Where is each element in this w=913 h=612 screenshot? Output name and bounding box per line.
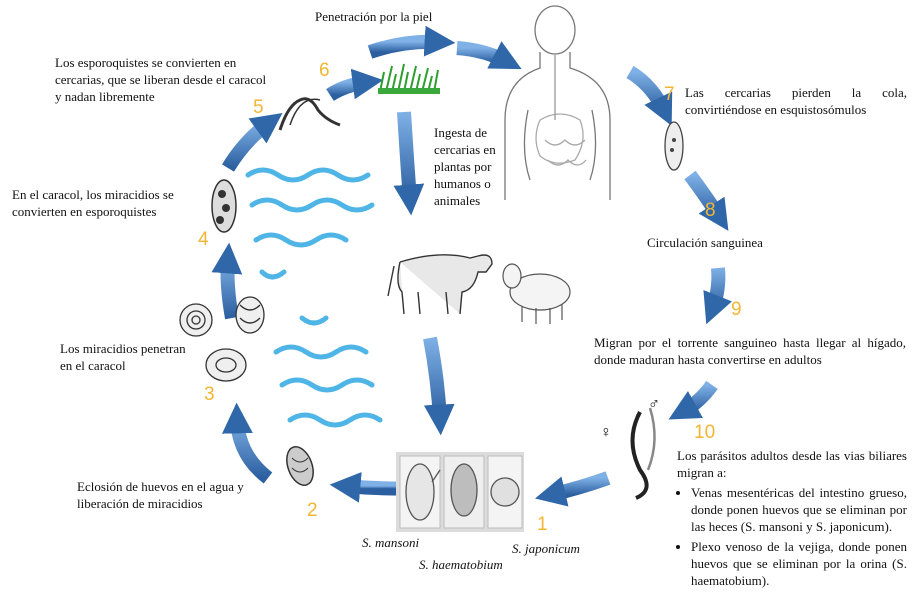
egg-mansoni-icon [406, 464, 434, 520]
step-8-text: Circulación sanguinea [647, 234, 763, 251]
egg-japonicum-icon [491, 478, 519, 506]
adult-worms-icon [633, 408, 655, 498]
human-body-icon [505, 6, 610, 200]
step-8-number: 8 [705, 200, 716, 222]
water-waves [248, 170, 380, 425]
sheep-icon [503, 264, 570, 324]
label-s-haematobium: S. haematobium [419, 556, 503, 573]
ingestion-text: Ingesta de cercarias en plantas por huma… [434, 124, 510, 209]
arrow-10-to-...(s10) [682, 385, 712, 412]
arrow-4-to-5 [228, 122, 270, 168]
step-10-bullet-2: Plexo venoso de la vejiga, donde ponen h… [691, 538, 907, 589]
sporocyst-icon [212, 180, 236, 232]
step-1-number: 1 [537, 514, 548, 536]
snail-icons [180, 297, 264, 381]
step-10-number: 10 [694, 422, 715, 444]
arrow-ingestion [404, 112, 410, 200]
schistosomulum-icon [665, 122, 683, 170]
step-4-text: En el caracol, los miracidios se convier… [12, 186, 212, 220]
arrow-10-to-1 [550, 478, 608, 495]
step-9-number: 9 [731, 299, 742, 321]
cow-icon [388, 255, 492, 314]
step-4-number: 4 [198, 229, 209, 251]
arrow-3-to-4 [228, 258, 233, 318]
arrow-5-to-6 [330, 82, 368, 95]
step-10-bullet-1: Venas mesentéricas del intestino grueso,… [691, 484, 907, 535]
step-6-text: Penetración por la piel [315, 8, 432, 25]
male-symbol: ♂ [648, 396, 660, 413]
step-5-text: Los esporoquistes se convierten en cerca… [55, 54, 275, 105]
arrow-7-to-8 [630, 72, 665, 112]
step-2-number: 2 [307, 500, 318, 522]
step-3-number: 3 [204, 384, 215, 406]
grass-icon [378, 64, 440, 94]
step-3-text: Los miracidios penetran en el caracol [60, 340, 190, 374]
female-symbol: ♀ [600, 424, 612, 441]
step-6-number: 6 [319, 60, 330, 82]
label-s-mansoni: S. mansoni [362, 534, 419, 551]
step-7-number: 7 [664, 84, 675, 106]
arrow-9-to-10 [712, 268, 718, 310]
step-9-text: Migran por el torrente sanguineo hasta l… [594, 334, 906, 368]
egg-micrographs [396, 452, 524, 532]
arrow-animals-to-eggs [430, 338, 440, 420]
step-7-text: Las cercarias pierden la cola, convirtié… [685, 84, 907, 118]
arrow-2-to-3 [237, 418, 268, 478]
label-s-japonicum: S. japonicum [512, 540, 580, 557]
step-10-intro: Los parásitos adultos desde las vias bil… [677, 447, 907, 481]
step-2-text: Eclosión de huevos en el agua y liberaci… [77, 478, 297, 512]
egg-haematobium-icon [451, 464, 477, 516]
step-10-list: Venas mesentéricas del intestino grueso,… [677, 484, 907, 592]
cercaria-icon [280, 99, 340, 130]
arrow-to-human [457, 48, 508, 62]
arrow-6-to-7 [370, 42, 440, 52]
